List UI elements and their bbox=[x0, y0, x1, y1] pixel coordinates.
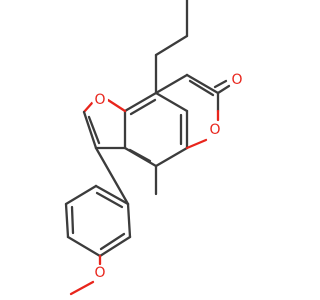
methoxy-group bbox=[69, 254, 102, 296]
atom-o-furan: O bbox=[92, 92, 108, 108]
svg-text:O: O bbox=[231, 72, 242, 88]
methoxyphenyl-ring bbox=[64, 146, 132, 258]
furan-ring bbox=[82, 98, 127, 150]
svg-text:O: O bbox=[94, 265, 105, 281]
atom-o-carbonyl: O bbox=[229, 72, 245, 88]
atom-o-methoxy: O bbox=[92, 265, 108, 281]
atom-o-pyran: O bbox=[207, 122, 223, 138]
molecule-structure: O O O O bbox=[64, 0, 245, 296]
propyl-chain bbox=[154, 0, 189, 95]
carbonyl-bond bbox=[213, 79, 231, 95]
pyranone-ring bbox=[154, 73, 220, 150]
svg-text:O: O bbox=[94, 92, 105, 108]
central-benzene-ring bbox=[123, 91, 189, 168]
svg-text:O: O bbox=[209, 122, 220, 138]
